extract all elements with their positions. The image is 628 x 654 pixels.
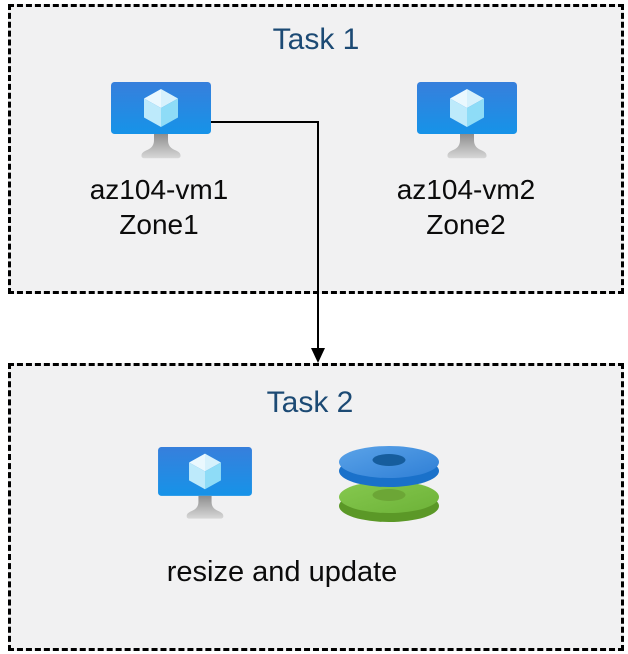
vm1-zone: Zone1 — [119, 209, 199, 240]
vm2-name: az104-vm2 — [396, 174, 536, 205]
task2-title: Task 2 — [266, 386, 354, 419]
vm2-label: az104-vm2 Zone2 — [356, 172, 576, 242]
task1-title: Task 1 — [272, 23, 360, 56]
task2-box: Task 2 resize and update — [8, 363, 624, 651]
virtual-machine-icon — [417, 82, 517, 159]
task2-caption: resize and update — [166, 556, 398, 588]
task1-box: Task 1 az104-vm1 Zone1 az104-vm2 Zone2 — [8, 4, 624, 294]
managed-disks-icon — [339, 446, 439, 522]
virtual-machine-icon — [158, 447, 252, 519]
vm1-name: az104-vm1 — [89, 174, 229, 205]
virtual-machine-icon — [111, 82, 211, 159]
vm1-label: az104-vm1 Zone1 — [49, 172, 269, 242]
vm2-zone: Zone2 — [426, 209, 506, 240]
